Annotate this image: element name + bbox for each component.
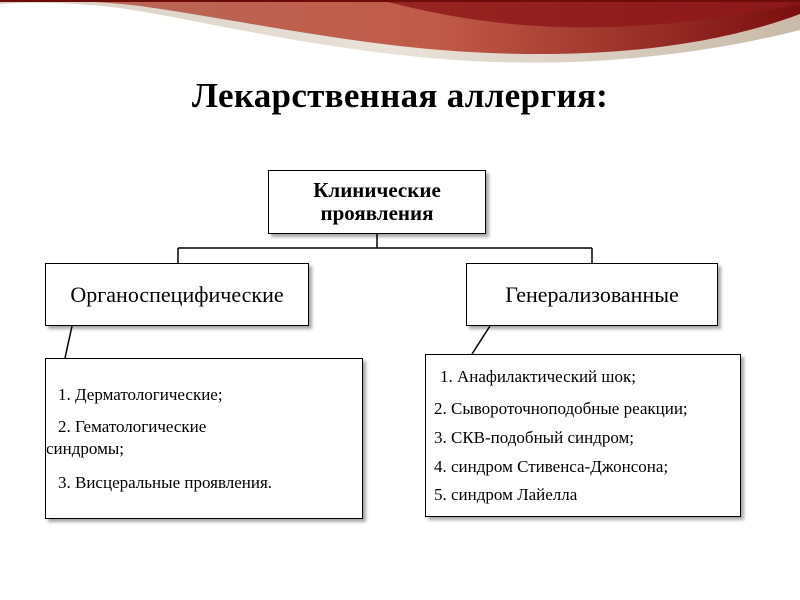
list-item: 4. синдром Стивенса-Джонсона; xyxy=(434,457,669,476)
list-item: 2. Сывороточноподобные реакции; xyxy=(434,399,688,418)
list-item: 1. Анафилактический шок; xyxy=(440,367,636,386)
root-line-2: проявления xyxy=(320,201,434,225)
generalized-list: 1. Анафилактический шок; 2. Сывороточноп… xyxy=(425,354,741,517)
list-item: 3. СКВ-подобный синдром; xyxy=(434,428,634,447)
header-swoosh-decoration xyxy=(0,0,800,63)
generalized-box: Генерализованные xyxy=(466,263,718,326)
list-item: 1. Дерматологические; xyxy=(58,385,223,404)
organ-specific-list: 1. Дерматологические; 2. Гематологически… xyxy=(45,358,363,519)
list-item: 3. Висцеральные проявления. xyxy=(58,473,273,492)
root-line-1: Клинические xyxy=(313,178,441,202)
list-item: 2. Гематологические синдромы; xyxy=(46,417,207,458)
organ-specific-box: Органоспецифические xyxy=(45,263,309,326)
organ-specific-label: Органоспецифические xyxy=(70,281,284,307)
clinical-manifestations-box: Клинические проявления xyxy=(268,170,486,234)
list-item: 5. синдром Лайелла xyxy=(434,485,578,504)
slide-title: Лекарственная аллергия: xyxy=(191,76,609,115)
generalized-label: Генерализованные xyxy=(505,281,679,307)
